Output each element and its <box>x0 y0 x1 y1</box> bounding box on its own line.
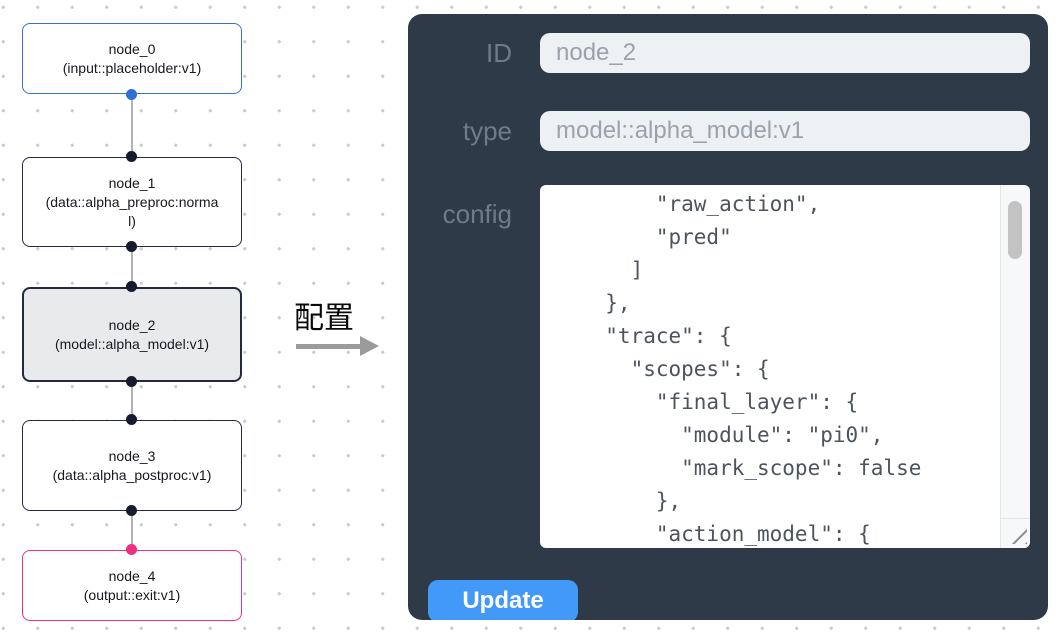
config-scrollbar-track[interactable] <box>1000 185 1030 518</box>
resize-grip-icon[interactable] <box>1010 529 1027 544</box>
node-title: node_4 <box>108 567 156 584</box>
flow-node-node-2-selected[interactable]: node_2 (model::alpha_model:v1) <box>22 287 242 382</box>
config-textarea[interactable]: "raw_action", "pred" ] }, "trace": { "sc… <box>540 185 1030 548</box>
edge-node3-node4 <box>131 511 133 550</box>
node-title: node_2 <box>108 316 156 333</box>
config-scroll-corner <box>1000 518 1030 548</box>
port-node2-output[interactable] <box>126 376 137 387</box>
node-title: node_1 <box>108 174 156 191</box>
type-field-label: type <box>462 116 512 146</box>
edge-node1-node2 <box>131 247 133 287</box>
right-arrow-icon <box>296 344 362 349</box>
port-node3-output[interactable] <box>126 505 137 516</box>
node-type: (data::alpha_preproc:normal) <box>45 193 219 229</box>
config-scrollbar-thumb[interactable] <box>1008 201 1022 259</box>
flow-node-node-1[interactable]: node_1 (data::alpha_preproc:normal) <box>22 157 242 247</box>
flow-node-node-4[interactable]: node_4 (output::exit:v1) <box>22 550 242 621</box>
flow-node-node-0[interactable]: node_0 (input::placeholder:v1) <box>22 23 242 94</box>
port-node1-output[interactable] <box>126 241 137 252</box>
edge-node0-node1 <box>131 94 133 157</box>
node-title: node_3 <box>108 447 156 464</box>
node-type: (model::alpha_model:v1) <box>54 335 210 352</box>
port-node4-input[interactable] <box>126 544 137 555</box>
configure-annotation: 配置 <box>294 302 354 335</box>
port-node2-input[interactable] <box>126 281 137 292</box>
node-title: node_0 <box>108 40 156 57</box>
flow-node-node-3[interactable]: node_3 (data::alpha_postproc:v1) <box>22 420 242 511</box>
type-input[interactable] <box>540 111 1030 151</box>
port-node3-input[interactable] <box>126 414 137 425</box>
config-json-text[interactable]: "raw_action", "pred" ] }, "trace": { "sc… <box>605 192 922 546</box>
right-arrow-head-icon <box>360 336 379 356</box>
node-type: (data::alpha_postproc:v1) <box>52 466 212 483</box>
id-field-label: ID <box>486 38 512 68</box>
node-config-panel: ID type config "raw_action", "pred" ] },… <box>408 14 1048 620</box>
update-button[interactable]: Update <box>428 580 578 620</box>
port-node0-output[interactable] <box>126 89 137 100</box>
config-field-label: config <box>442 199 512 229</box>
id-input[interactable] <box>540 33 1030 73</box>
node-type: (input::placeholder:v1) <box>62 59 202 76</box>
node-type: (output::exit:v1) <box>83 586 181 603</box>
edge-node2-node3 <box>131 382 133 420</box>
port-node1-input[interactable] <box>126 151 137 162</box>
